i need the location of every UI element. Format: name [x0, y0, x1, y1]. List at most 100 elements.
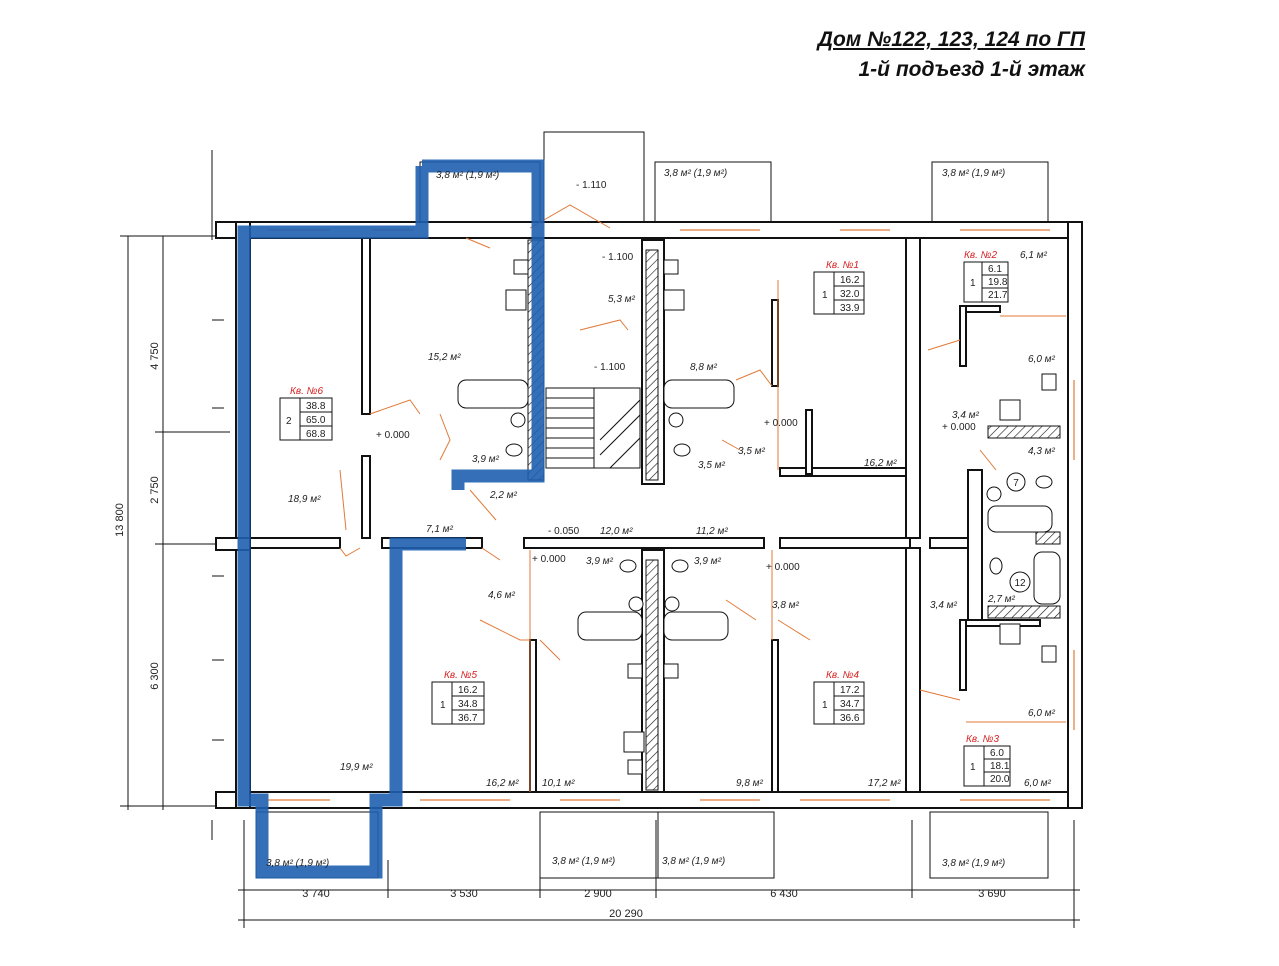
- room-area: 6,1 м²: [1020, 250, 1048, 261]
- room-area: 12,0 м²: [600, 526, 633, 537]
- room-area: 7,1 м²: [426, 524, 454, 535]
- apartment-name: Кв. №2: [964, 250, 998, 261]
- dim-total-width: 20 290: [609, 908, 643, 920]
- room-area: 6,0 м²: [1024, 778, 1052, 789]
- level-mark: + 0.000: [764, 418, 798, 429]
- room-area: 3,8 м²: [772, 600, 800, 611]
- plan-subtitle: 1-й подъезд 1-й этаж: [858, 58, 1086, 81]
- room-area: 11,2 м²: [696, 526, 728, 537]
- apartment-3-label: Кв. №3 1 6.0 18.1 20.0: [963, 734, 1011, 787]
- sink-icons: [510, 412, 1002, 612]
- level-mark: + 0.000: [376, 430, 410, 441]
- apartment-name: Кв. №5: [444, 670, 478, 681]
- fridge-icons: [513, 259, 1057, 775]
- level-mark: + 0.000: [942, 422, 976, 433]
- total-area-balcony: 33.9: [840, 303, 860, 314]
- room-area: 2,2 м²: [489, 490, 518, 501]
- living-area: 17.2: [840, 685, 860, 696]
- room-area: 3,9 м²: [694, 556, 722, 567]
- circle-marks: [1006, 472, 1031, 593]
- apartment-rooms: 1: [822, 290, 828, 301]
- plan-title: Дом №122, 123, 124 по ГП: [817, 28, 1085, 51]
- windows: [268, 229, 1075, 801]
- room-area: 3,4 м²: [930, 600, 958, 611]
- balcony-label: 3,8 м² (1,9 м²): [942, 168, 1005, 179]
- living-area: 16.2: [840, 275, 860, 286]
- room-area: 19,9 м²: [340, 762, 373, 773]
- dim-bottom-4: 6 430: [770, 888, 798, 900]
- dimension-lines-bottom: [238, 820, 1080, 928]
- total-area-balcony: 36.6: [840, 713, 860, 724]
- balcony-label: 3,8 м² (1,9 м²): [942, 858, 1005, 869]
- apartment-2-label: Кв. №2 1 6.1 19.8 21.7: [963, 250, 1009, 303]
- total-area-balcony: 36.7: [458, 713, 478, 724]
- level-mark: + 0.000: [766, 562, 800, 573]
- apartment-name: Кв. №6: [290, 386, 324, 397]
- total-area-balcony: 20.0: [990, 774, 1010, 785]
- door-swings: [339, 204, 1066, 792]
- living-area: 6.0: [990, 748, 1004, 759]
- room-area: 16,2 м²: [486, 778, 519, 789]
- dim-left-1: 4 750: [149, 342, 161, 370]
- total-area-balcony: 68.8: [306, 429, 326, 440]
- stove-icons: [505, 289, 1021, 753]
- dim-bottom-1: 3 740: [302, 888, 330, 900]
- total-area: 34.8: [458, 699, 478, 710]
- staircase: [545, 387, 641, 469]
- balcony-label: 3,8 м² (1,9 м²): [662, 856, 725, 867]
- apartment-name: Кв. №1: [826, 260, 859, 271]
- apartment-name: Кв. №4: [826, 670, 860, 681]
- level-mark: + 0.000: [532, 554, 566, 565]
- apartment-rooms: 2: [286, 416, 292, 427]
- dim-left-3: 6 300: [149, 662, 161, 690]
- level-mark: - 1.110: [576, 180, 607, 191]
- room-area: 3,5 м²: [698, 460, 726, 471]
- room-area: 4,3 м²: [1028, 446, 1056, 457]
- room-area: 6,0 м²: [1028, 708, 1056, 719]
- apartment-6-label: Кв. №6 2 38.8 65.0 68.8: [279, 386, 333, 441]
- room-area: 5,3 м²: [608, 294, 636, 305]
- level-mark: - 1.100: [602, 252, 634, 263]
- dim-left-2: 2 750: [149, 476, 161, 504]
- living-area: 16.2: [458, 685, 478, 696]
- dim-bottom-5: 3 690: [978, 888, 1006, 900]
- living-area: 6.1: [988, 264, 1002, 275]
- selected-apartment-outline: [237, 159, 545, 879]
- apartment-5-label: Кв. №5 1 16.2 34.8 36.7: [431, 670, 485, 725]
- circle-mark-12: 12: [1014, 578, 1026, 589]
- room-area: 6,0 м²: [1028, 354, 1056, 365]
- total-area-balcony: 21.7: [988, 290, 1008, 301]
- total-area: 19.8: [988, 277, 1008, 288]
- room-area: 3,9 м²: [472, 454, 500, 465]
- total-area: 34.7: [840, 699, 860, 710]
- apartment-4-label: Кв. №4 1 17.2 34.7 36.6: [813, 670, 865, 725]
- apartment-name: Кв. №3: [966, 734, 1000, 745]
- room-area: 16,2 м²: [864, 458, 897, 469]
- dimension-lines-left: [120, 150, 230, 840]
- room-area: 18,9 м²: [288, 494, 321, 505]
- living-area: 38.8: [306, 401, 326, 412]
- toilet-icons: [505, 443, 1053, 575]
- total-area: 18.1: [990, 761, 1010, 772]
- room-area: 3,4 м²: [952, 410, 980, 421]
- apartment-rooms: 1: [970, 762, 976, 773]
- room-area: 17,2 м²: [868, 778, 901, 789]
- total-area: 32.0: [840, 289, 860, 300]
- interior-walls: [249, 237, 1041, 793]
- dim-total-height: 13 800: [114, 503, 126, 537]
- apartment-rooms: 1: [970, 278, 976, 289]
- balcony-label: 3,8 м² (1,9 м²): [552, 856, 615, 867]
- balcony-label: 3,8 м² (1,9 м²): [664, 168, 727, 179]
- total-area: 65.0: [306, 415, 326, 426]
- balcony-label: 3,8 м² (1,9 м²): [436, 170, 499, 181]
- room-area: 2,7 м²: [987, 594, 1016, 605]
- room-area: 3,9 м²: [586, 556, 614, 567]
- apartment-rooms: 1: [822, 700, 828, 711]
- bathtub-icons: [457, 379, 1061, 641]
- balcony-label: 3,8 м² (1,9 м²): [266, 858, 329, 869]
- level-mark: - 1.100: [594, 362, 626, 373]
- apartment-rooms: 1: [440, 700, 446, 711]
- room-area: 15,2 м²: [428, 352, 461, 363]
- room-area: 3,5 м²: [738, 446, 766, 457]
